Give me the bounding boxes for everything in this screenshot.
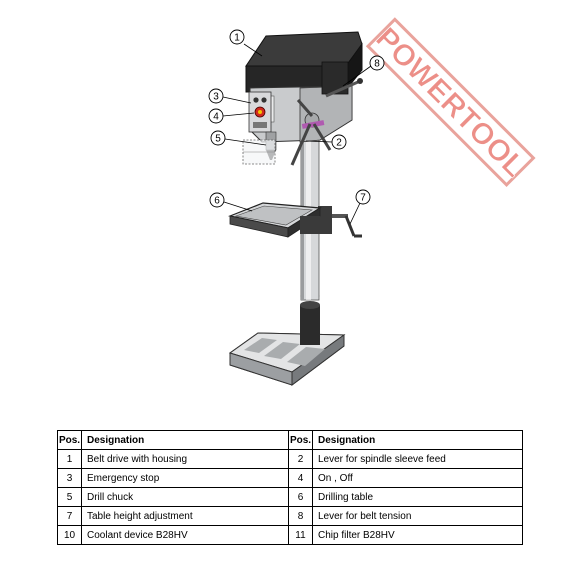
header-pos: Pos.: [57, 430, 82, 450]
pos-cell: 10: [57, 525, 82, 545]
designation-cell: On , Off: [312, 468, 523, 488]
designation-cell: Lever for belt tension: [312, 506, 523, 526]
designation-cell: Emergency stop: [81, 468, 289, 488]
pos-cell: 3: [57, 468, 82, 488]
table-header-row: Pos. Designation Pos. Designation: [57, 430, 523, 450]
header-pos: Pos.: [288, 430, 313, 450]
svg-text:6: 6: [214, 196, 220, 207]
callout-pos-6: 6: [209, 192, 225, 208]
svg-text:1: 1: [234, 33, 240, 44]
callout-pos-1: 1: [229, 29, 245, 45]
drill-press-illustration: POWERTOOL: [208, 17, 536, 386]
svg-text:4: 4: [213, 112, 219, 123]
svg-text:5: 5: [215, 134, 221, 145]
pos-cell: 5: [57, 487, 82, 507]
callout-pos-3: 3: [208, 88, 224, 104]
powertool-watermark: POWERTOOL: [365, 17, 536, 187]
table-bracket: [318, 206, 362, 238]
svg-text:2: 2: [336, 138, 342, 149]
pos-cell: 8: [288, 506, 313, 526]
pos-cell: 11: [288, 525, 313, 545]
designation-cell: Drill chuck: [81, 487, 289, 507]
machine-head: [245, 31, 363, 166]
machine-base: [228, 332, 346, 386]
callout-leaders: [222, 43, 372, 225]
designation-cell: Belt drive with housing: [81, 449, 289, 469]
drilling-table: [227, 202, 322, 238]
table-row: 10 Coolant device B28HV 11 Chip filter B…: [57, 525, 523, 545]
designation-cell: Chip filter B28HV: [312, 525, 523, 545]
callout-pos-5: 5: [210, 130, 226, 146]
header-designation: Designation: [81, 430, 289, 450]
svg-text:7: 7: [360, 193, 366, 204]
table-row: 7 Table height adjustment 8 Lever for be…: [57, 506, 523, 526]
callout-pos-4: 4: [208, 108, 224, 124]
designation-cell: Drilling table: [312, 487, 523, 507]
svg-text:3: 3: [213, 92, 219, 103]
callout-pos-2: 2: [331, 134, 347, 150]
pos-cell: 4: [288, 468, 313, 488]
pos-cell: 2: [288, 449, 313, 469]
callout-pos-7: 7: [355, 189, 371, 205]
callout-pos-8: 8: [369, 55, 385, 71]
pos-cell: 7: [57, 506, 82, 526]
pos-cell: 1: [57, 449, 82, 469]
designation-cell: Coolant device B28HV: [81, 525, 289, 545]
parts-legend-table: Pos. Designation Pos. Designation 1 Belt…: [57, 430, 523, 545]
table-row: 3 Emergency stop 4 On , Off: [57, 468, 523, 488]
designation-cell: Lever for spindle sleeve feed: [312, 449, 523, 469]
svg-text:8: 8: [374, 59, 380, 70]
table-row: 1 Belt drive with housing 2 Lever for sp…: [57, 449, 523, 469]
designation-cell: Table height adjustment: [81, 506, 289, 526]
header-designation: Designation: [312, 430, 523, 450]
pos-cell: 6: [288, 487, 313, 507]
table-row: 5 Drill chuck 6 Drilling table: [57, 487, 523, 507]
watermark-text: POWERTOOL: [369, 21, 531, 183]
